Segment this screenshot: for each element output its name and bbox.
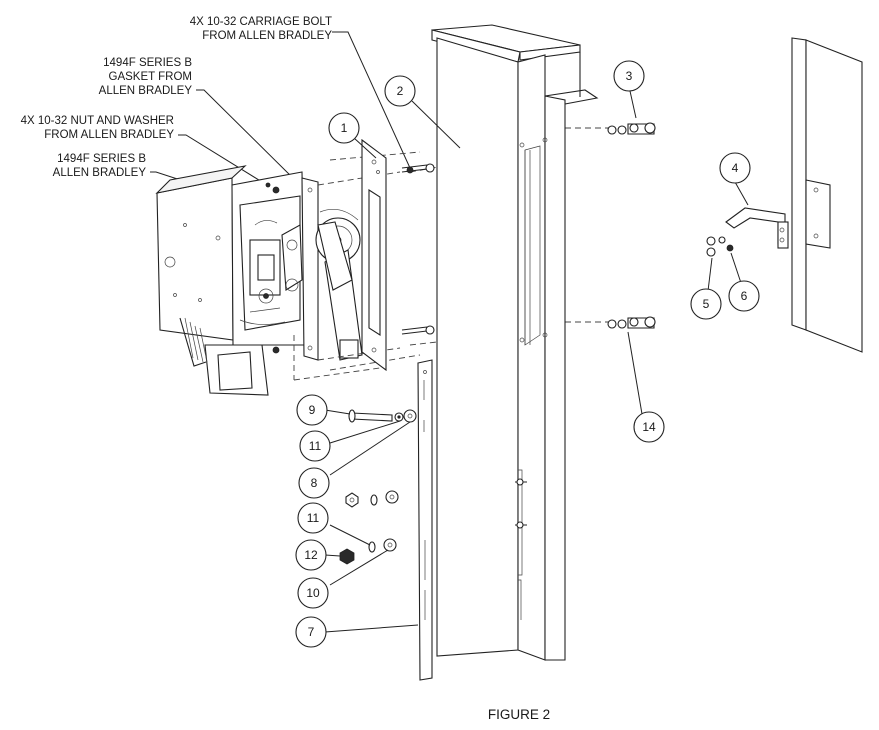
svg-text:11: 11 [309,439,322,453]
svg-text:5: 5 [703,297,710,311]
balloon-5: 5 [690,288,722,320]
svg-text:9: 9 [309,403,316,417]
svg-text:12: 12 [304,548,318,562]
balloon-6: 6 [728,280,760,312]
svg-text:2: 2 [397,84,404,98]
nut-washer-callout-line-2: FROM ALLEN BRADLEY [44,129,174,141]
carriage-bolt-callout-line-1: 4X 10-32 CARRIAGE BOLT [190,16,332,28]
balloon-12: 12 [295,539,327,571]
balloon-14: 14 [633,411,665,443]
balloon-1: 1 [328,112,360,144]
bolts-part-3-14 [607,122,656,329]
strip-part-7 [417,359,433,681]
gasket-callout-line-3: ALLEN BRADLEY [99,85,193,97]
svg-text:10: 10 [306,586,320,600]
balloon-9: 9 [296,394,328,426]
disconnect-switch-assembly [155,165,363,396]
figure-caption: FIGURE 2 [488,707,550,722]
disconnect-callout-line-2: ALLEN BRADLEY [53,167,147,179]
hardware-part-5-6 [706,236,734,257]
svg-text:8: 8 [311,476,318,490]
small-hardware [339,409,417,565]
balloon-10: 10 [297,577,329,609]
balloon-3: 3 [613,60,645,92]
carriage-bolts [401,163,435,335]
balloon-4: 4 [719,152,751,184]
text-callouts: 4X 10-32 CARRIAGE BOLT FROM ALLEN BRADLE… [21,16,333,179]
gasket-callout-line-1: 1494F SERIES B [103,57,192,69]
balloon-7: 7 [295,616,327,648]
nut-washer-callout-line-1: 4X 10-32 NUT AND WASHER [21,115,174,127]
svg-text:3: 3 [626,69,633,83]
svg-text:1: 1 [341,121,348,135]
balloon-leaders [324,90,749,633]
gasket-callout-line-2: GASKET FROM [109,71,193,83]
balloon-11-upper: 11 [299,430,331,462]
item-balloons: 1 2 3 4 5 6 9 11 [295,60,760,648]
svg-text:14: 14 [642,420,656,434]
svg-text:4: 4 [732,161,739,175]
balloon-2: 2 [384,75,416,107]
right-side-panel [791,37,863,353]
svg-text:11: 11 [307,511,320,525]
balloon-11-lower: 11 [297,502,329,534]
disconnect-callout-line-1: 1494F SERIES B [57,153,146,165]
main-column [431,24,599,661]
balloon-8: 8 [298,467,330,499]
svg-text:6: 6 [741,289,748,303]
mounting-frame-part-1 [361,138,387,372]
bracket-part-4 [725,207,789,249]
svg-text:7: 7 [308,625,315,639]
carriage-bolt-callout-line-2: FROM ALLEN BRADLEY [202,30,332,42]
